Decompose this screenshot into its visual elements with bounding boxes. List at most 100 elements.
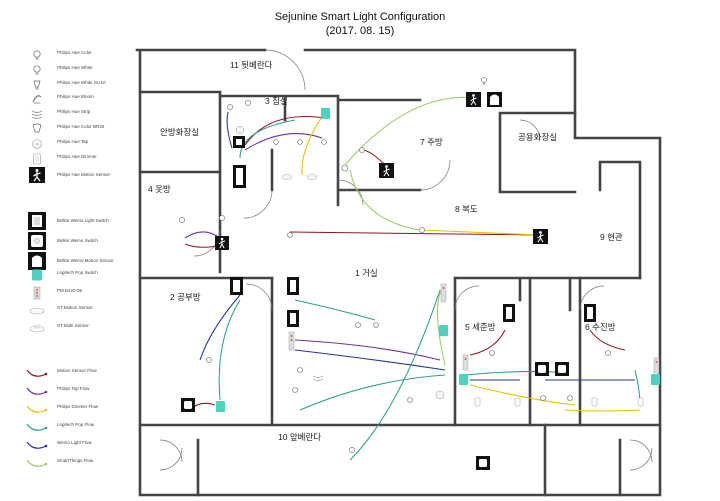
legend-item-logitech-pop: Logitech Pop Switch: [26, 268, 138, 282]
room-label-public-bath: 공용화장실: [518, 132, 557, 142]
dimmer-flow-icon: [26, 405, 48, 413]
bulb-ambiance-icon: [33, 80, 41, 90]
power-strip-icon: [653, 357, 660, 374]
smartthings-flow-icon: [26, 459, 48, 467]
legend-item-hue-bloom: Philips Hue Bloom: [26, 92, 138, 106]
bloom-lamp-icon: [32, 95, 42, 105]
legend-item-smartthings-flow: SmartThings Flow: [26, 456, 138, 470]
wemo-light-switch-icon: [287, 277, 299, 295]
wemo-light-switch-icon: [233, 136, 245, 148]
date-text: (2017. 08. 15): [325, 25, 395, 37]
wemo-switch-icon: [476, 456, 490, 470]
bulb-e14-icon: [32, 123, 42, 133]
wemo-switch-icon: [181, 398, 195, 412]
room-labels: 11 뒷베란다 3 침실 안방화장실 4 옷방 7 주방 공용화장실 8 복도 …: [148, 60, 623, 442]
power-strip-icon: [33, 286, 41, 300]
diagram-title: Sejunine Smart Light Configuration (2017…: [250, 10, 470, 38]
room-label-study: 2 공부방: [170, 292, 201, 302]
legend-item-hue-motion: Philips Hue Motion Sensor: [26, 166, 138, 184]
legend-item-hue-tap: Philips Hue Tap: [26, 137, 138, 151]
legend-item-wemo-switch: Belkin Wemo Switch: [26, 231, 138, 251]
wemo-motion-sensor-icon: [487, 92, 502, 107]
bulb-white-icon: [355, 322, 379, 328]
pop-flow-icon: [26, 423, 48, 431]
hue-motion-sensor-icon: [466, 92, 481, 107]
room-label-entrance: 9 현관: [600, 232, 623, 242]
room-label-master-bath: 안방화장실: [160, 127, 199, 137]
legend-item-hue-dimmer: Philips Hue Dimmer: [26, 152, 138, 166]
room-label-living: 1 거실: [355, 268, 378, 278]
logitech-pop-switch-icon: [32, 269, 42, 281]
logitech-pop-switch-icon: [439, 325, 448, 336]
legend-item-hue-gu10: Philips Hue White GU10: [26, 78, 138, 92]
bulb-white-icon: [287, 227, 425, 238]
wemo-light-switch-icon: [233, 165, 246, 188]
legend-item-hue-color: Philips Hue Color: [26, 48, 138, 62]
hue-motion-sensor-icon: [379, 163, 394, 178]
wemo-switch-icon: [28, 232, 46, 250]
power-strip-icon: [288, 331, 295, 351]
bulb-white-icon: [292, 367, 413, 403]
bulb-white-icon: [206, 357, 212, 363]
room-label-bedroom: 3 침실: [265, 96, 288, 106]
legend-item-dimmer-flow: Philips Dimmer Flow: [26, 402, 138, 416]
logitech-pop-switch-icon: [216, 401, 225, 412]
wemo-light-switch-icon: [28, 212, 46, 230]
logitech-pop-switch-icon: [459, 374, 660, 385]
hue-tap-icon: [235, 125, 245, 135]
legend-item-wemo-light-switch: Belkin Wemo Light Switch: [26, 211, 138, 231]
st-multi-sensor-icon: [29, 324, 45, 333]
tap-flow-icon: [26, 387, 48, 395]
bulb-white-icon: [481, 77, 487, 85]
title-text: Sejunine Smart Light Configuration: [274, 11, 446, 23]
legend-item-wemo-motion: Belkin Wemo Motion Sensor: [26, 251, 138, 271]
legend-item-hue-white: Philips Hue White: [26, 63, 138, 77]
hue-tap-icon: [32, 138, 42, 149]
room-label-rear-veranda: 11 뒷베란다: [230, 60, 273, 70]
legend-item-st-multi: ST Multi Sensor: [26, 321, 138, 335]
motion-flow-icon: [26, 369, 48, 377]
legend-item-wemo-flow: Wemo Light Flow: [26, 438, 138, 452]
walls: [135, 48, 662, 497]
wemo-light-switch-icon: [230, 277, 243, 295]
bulb-white-icon: [33, 65, 41, 75]
bulb-color-icon: [227, 100, 251, 110]
bulb-color-icon: [33, 50, 41, 60]
legend-item-pop-flow: Logitech Pop Flow: [26, 420, 138, 434]
device-flows: [184, 96, 641, 461]
wemo-light-switch-icon: [584, 304, 596, 322]
st-motion-sensor-icon: [29, 307, 45, 315]
hue-tap-icon: [435, 390, 445, 400]
wemo-switch-icon: [535, 362, 569, 376]
legend-item-motion-flow: Motion Sensor Flow: [26, 366, 138, 380]
room-label-front-veranda: 10 앞베란다: [278, 432, 321, 442]
legend-item-hue-strip: Philips Hue Strip: [26, 107, 138, 121]
logitech-pop-switch-icon: [321, 108, 330, 119]
wemo-flow-icon: [26, 441, 48, 449]
bulb-white-icon: [489, 350, 611, 356]
devices: [179, 77, 660, 470]
door-arcs: [159, 49, 653, 471]
hue-motion-sensor-icon: [29, 167, 45, 184]
hue-dimmer-icon: [474, 397, 644, 407]
bulb-color-icon: [179, 215, 225, 223]
wemo-light-switch-icon: [287, 310, 299, 327]
hue-motion-sensor-icon: [215, 236, 229, 250]
room-label-dressing: 4 옷방: [148, 184, 171, 194]
bulb-white-icon: [540, 395, 573, 401]
st-motion-sensor-icon: [281, 174, 318, 180]
legend-item-tap-flow: Philips Tap Flow: [26, 384, 138, 398]
room-label-kitchen: 7 주방: [420, 137, 443, 147]
bulb-white-icon: [349, 447, 355, 453]
hue-dimmer-icon: [33, 153, 41, 164]
bulb-white-icon: [341, 147, 365, 172]
room-label-room6: 6 수진방: [585, 322, 616, 332]
bulb-white-icon: [273, 139, 327, 145]
wemo-motion-sensor-icon: [28, 252, 46, 270]
lightstrip-icon: [312, 375, 324, 381]
room-label-hallway: 8 복도: [455, 204, 478, 214]
legend-item-st-motion: ST Motion Sensor: [26, 303, 138, 317]
power-strip-icon: [440, 283, 447, 303]
